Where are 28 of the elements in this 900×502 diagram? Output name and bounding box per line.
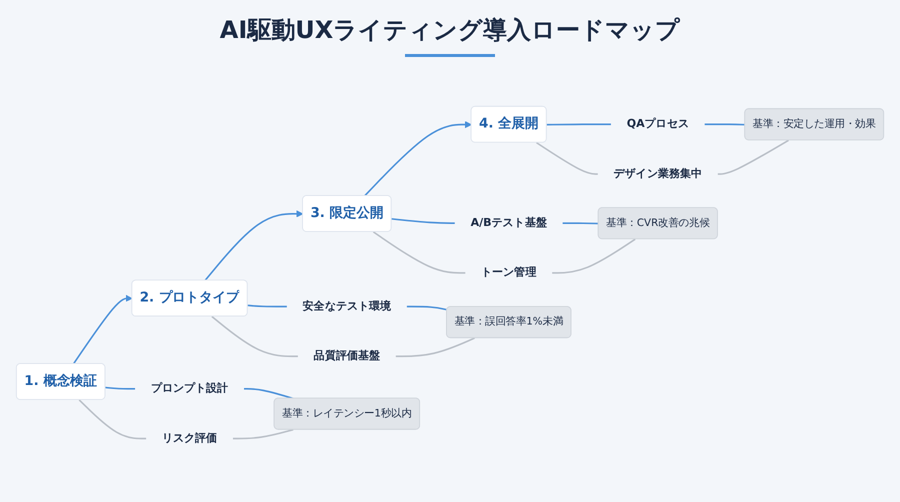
connector xyxy=(78,400,146,440)
arrow xyxy=(364,122,472,197)
node-text: プロンプト設計 xyxy=(150,382,228,396)
connector xyxy=(244,388,294,400)
node-text: リスク評価 xyxy=(162,432,218,445)
node-text: デザイン業務集中 xyxy=(614,168,702,180)
arrow xyxy=(72,295,132,365)
title: AI駆動UXライティング導入ロードマップ xyxy=(220,15,680,46)
connector xyxy=(562,222,599,225)
connector xyxy=(232,429,294,440)
connector xyxy=(552,238,636,274)
arrow xyxy=(204,210,304,282)
node-text: A/Bテスト基盤 xyxy=(470,216,547,230)
connector xyxy=(392,218,455,224)
connector xyxy=(536,142,598,176)
node-text: トーン管理 xyxy=(481,266,536,280)
connector xyxy=(396,338,475,358)
node-text: 安全なテスト環境 xyxy=(302,300,392,313)
node-text: QAプロセス xyxy=(626,118,689,131)
node-text: 品質評価基盤 xyxy=(314,350,380,363)
connector xyxy=(372,232,466,274)
connector xyxy=(248,305,287,308)
connector xyxy=(704,124,746,126)
connector xyxy=(105,387,136,390)
connector xyxy=(546,124,611,126)
connector xyxy=(211,316,298,358)
connector xyxy=(406,306,448,311)
connector xyxy=(718,140,789,176)
